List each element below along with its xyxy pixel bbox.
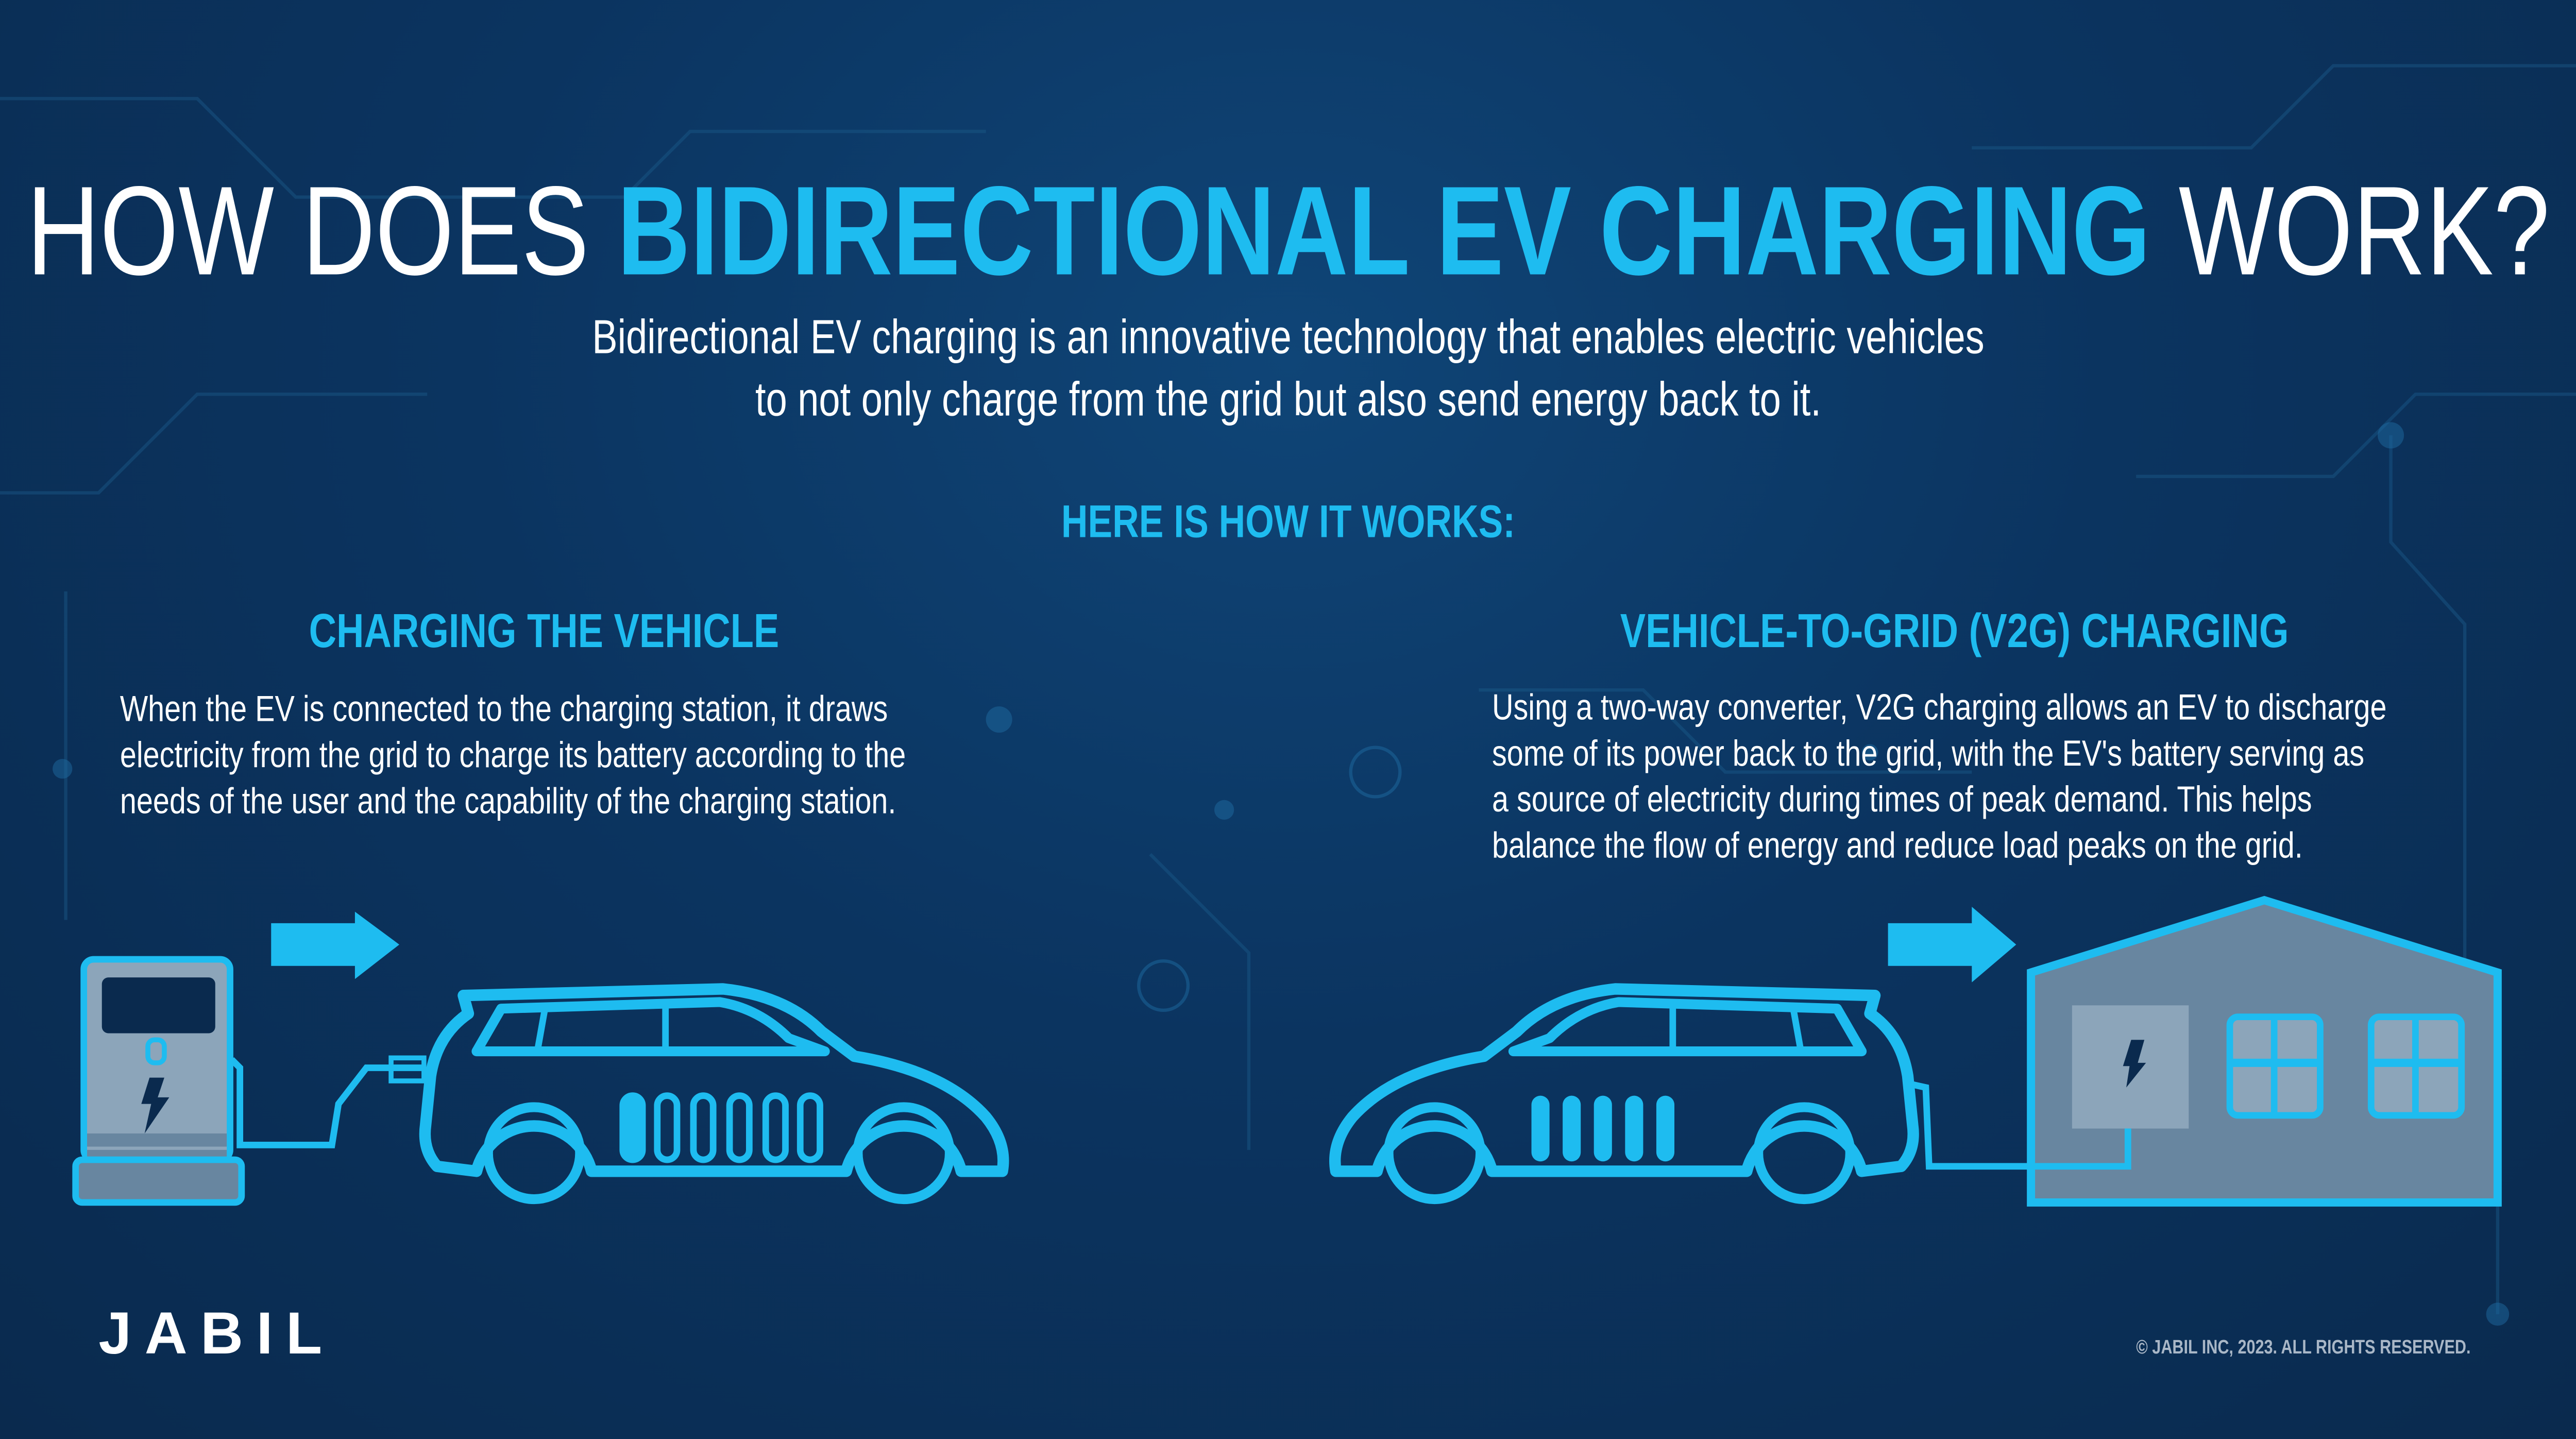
cable [1910,1081,2131,1170]
how-heading: HERE IS HOW IT WORKS: [1061,496,1516,547]
battery-icon [619,1092,823,1163]
car-icon [425,989,1003,1199]
subtitle-line: Bidirectional EV charging is an innovati… [592,312,1985,365]
section-title-charging: CHARGING THE VEHICLE [309,606,779,659]
section-body-charging: When the EV is connected to the charging… [120,687,906,825]
body-line: a source of electricity during times of … [1492,778,2312,820]
body-line: some of its power back to the grid, with… [1492,733,2365,774]
title-prefix: HOW DOES [26,161,617,302]
arrow-right-icon [271,911,400,979]
battery-icon [1531,1095,1674,1162]
page-title: HOW DOES BIDIRECTIONAL EV CHARGING WORK? [0,158,2576,306]
car-icon [1335,989,1913,1199]
charging-station-icon [72,956,427,1206]
title-suffix: WORK? [2150,161,2550,302]
body-line: Using a two-way converter, V2G charging … [1492,686,2387,728]
jabil-logo: JABIL [98,1299,335,1367]
body-line: electricity from the grid to charge its … [120,734,906,775]
window-icon [2226,1013,2324,1119]
window-icon [2367,1013,2465,1119]
lightning-bolt-icon [141,1077,170,1133]
subtitle: Bidirectional EV charging is an innovati… [0,307,2576,432]
section-title-v2g: VEHICLE-TO-GRID (V2G) CHARGING [1620,606,2289,659]
body-line: When the EV is connected to the charging… [120,688,888,730]
section-body-v2g: Using a two-way converter, V2G charging … [1492,685,2387,869]
title-highlight: BIDIRECTIONAL EV CHARGING [617,161,2151,302]
body-line: needs of the user and the capability of … [120,780,896,822]
lightning-bolt-icon [2123,1040,2146,1088]
arrow-right-icon [1888,906,2016,983]
body-line: balance the flow of energy and reduce lo… [1492,824,2303,866]
copyright: © JABIL INC, 2023. ALL RIGHTS RESERVED. [2136,1335,2471,1359]
subtitle-line: to not only charge from the grid but als… [755,374,1821,427]
house-icon [2027,895,2502,1207]
